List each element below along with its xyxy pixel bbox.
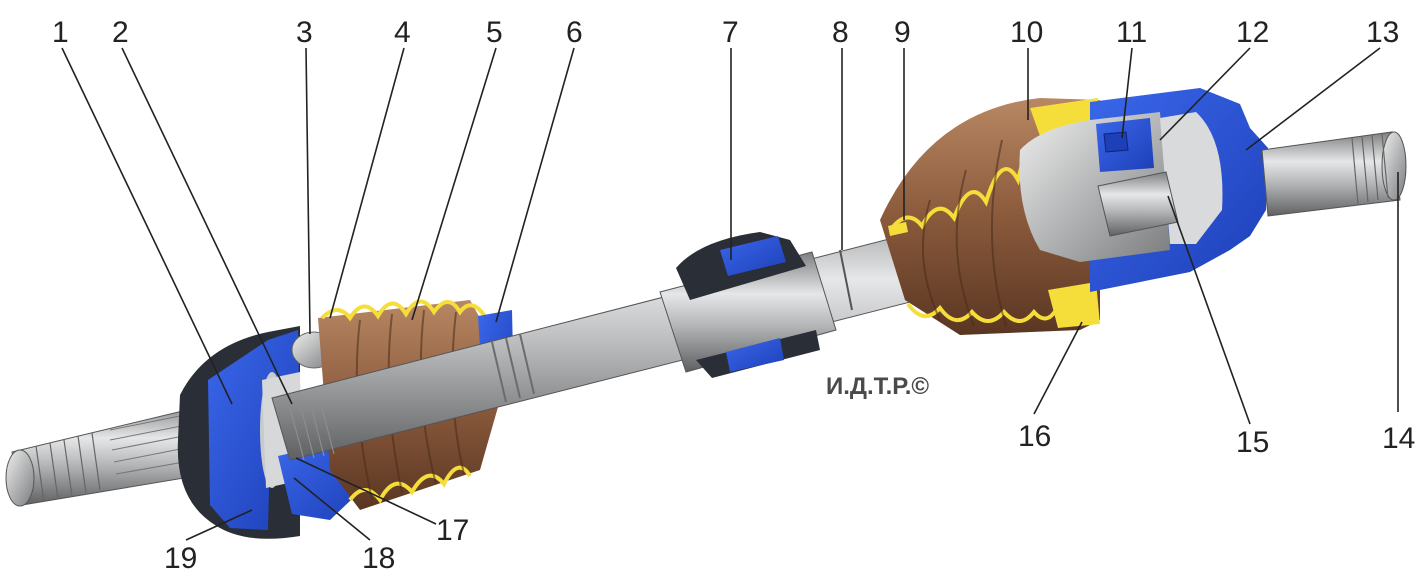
leader-4 [329, 47, 405, 319]
callout-14: 14 [1382, 422, 1415, 455]
inner-cv-joint-housing [1019, 88, 1268, 292]
callout-2: 2 [112, 16, 129, 49]
leader-6 [495, 47, 575, 323]
leader-15 [1167, 195, 1251, 425]
right-stub-shaft [1261, 131, 1407, 217]
callout-8: 8 [832, 16, 849, 49]
callout-15: 15 [1236, 426, 1269, 459]
callout-19: 19 [164, 542, 197, 574]
callout-3: 3 [296, 16, 313, 49]
callout-6: 6 [566, 16, 583, 49]
callout-5: 5 [486, 16, 503, 49]
callout-4: 4 [394, 16, 411, 49]
callout-7: 7 [722, 16, 739, 49]
vibration-damper [659, 232, 853, 378]
watermark-text: И.Д.Т.Р.© [826, 373, 929, 400]
callout-13: 13 [1366, 16, 1399, 49]
leader-lines [61, 47, 1399, 541]
callout-18: 18 [362, 542, 395, 574]
leader-3 [305, 47, 311, 335]
leader-19 [185, 509, 253, 541]
leader-16 [1033, 321, 1083, 415]
leader-17 [295, 457, 437, 525]
callout-11: 11 [1116, 16, 1147, 49]
leader-5 [411, 47, 497, 321]
leader-1 [61, 47, 233, 405]
callout-1: 1 [52, 16, 69, 49]
leader-2 [121, 47, 293, 405]
leader-18 [293, 477, 371, 541]
leader-13 [1245, 47, 1381, 151]
callout-labels: 1 2 3 4 5 6 7 8 9 10 11 12 13 14 15 16 1… [52, 16, 1415, 574]
callout-12: 12 [1236, 16, 1269, 49]
callout-16: 16 [1018, 420, 1051, 453]
callout-9: 9 [894, 16, 911, 49]
leader-12 [1159, 47, 1251, 141]
leader-11 [1121, 47, 1133, 139]
callout-17: 17 [436, 514, 469, 547]
callout-10: 10 [1010, 16, 1043, 49]
